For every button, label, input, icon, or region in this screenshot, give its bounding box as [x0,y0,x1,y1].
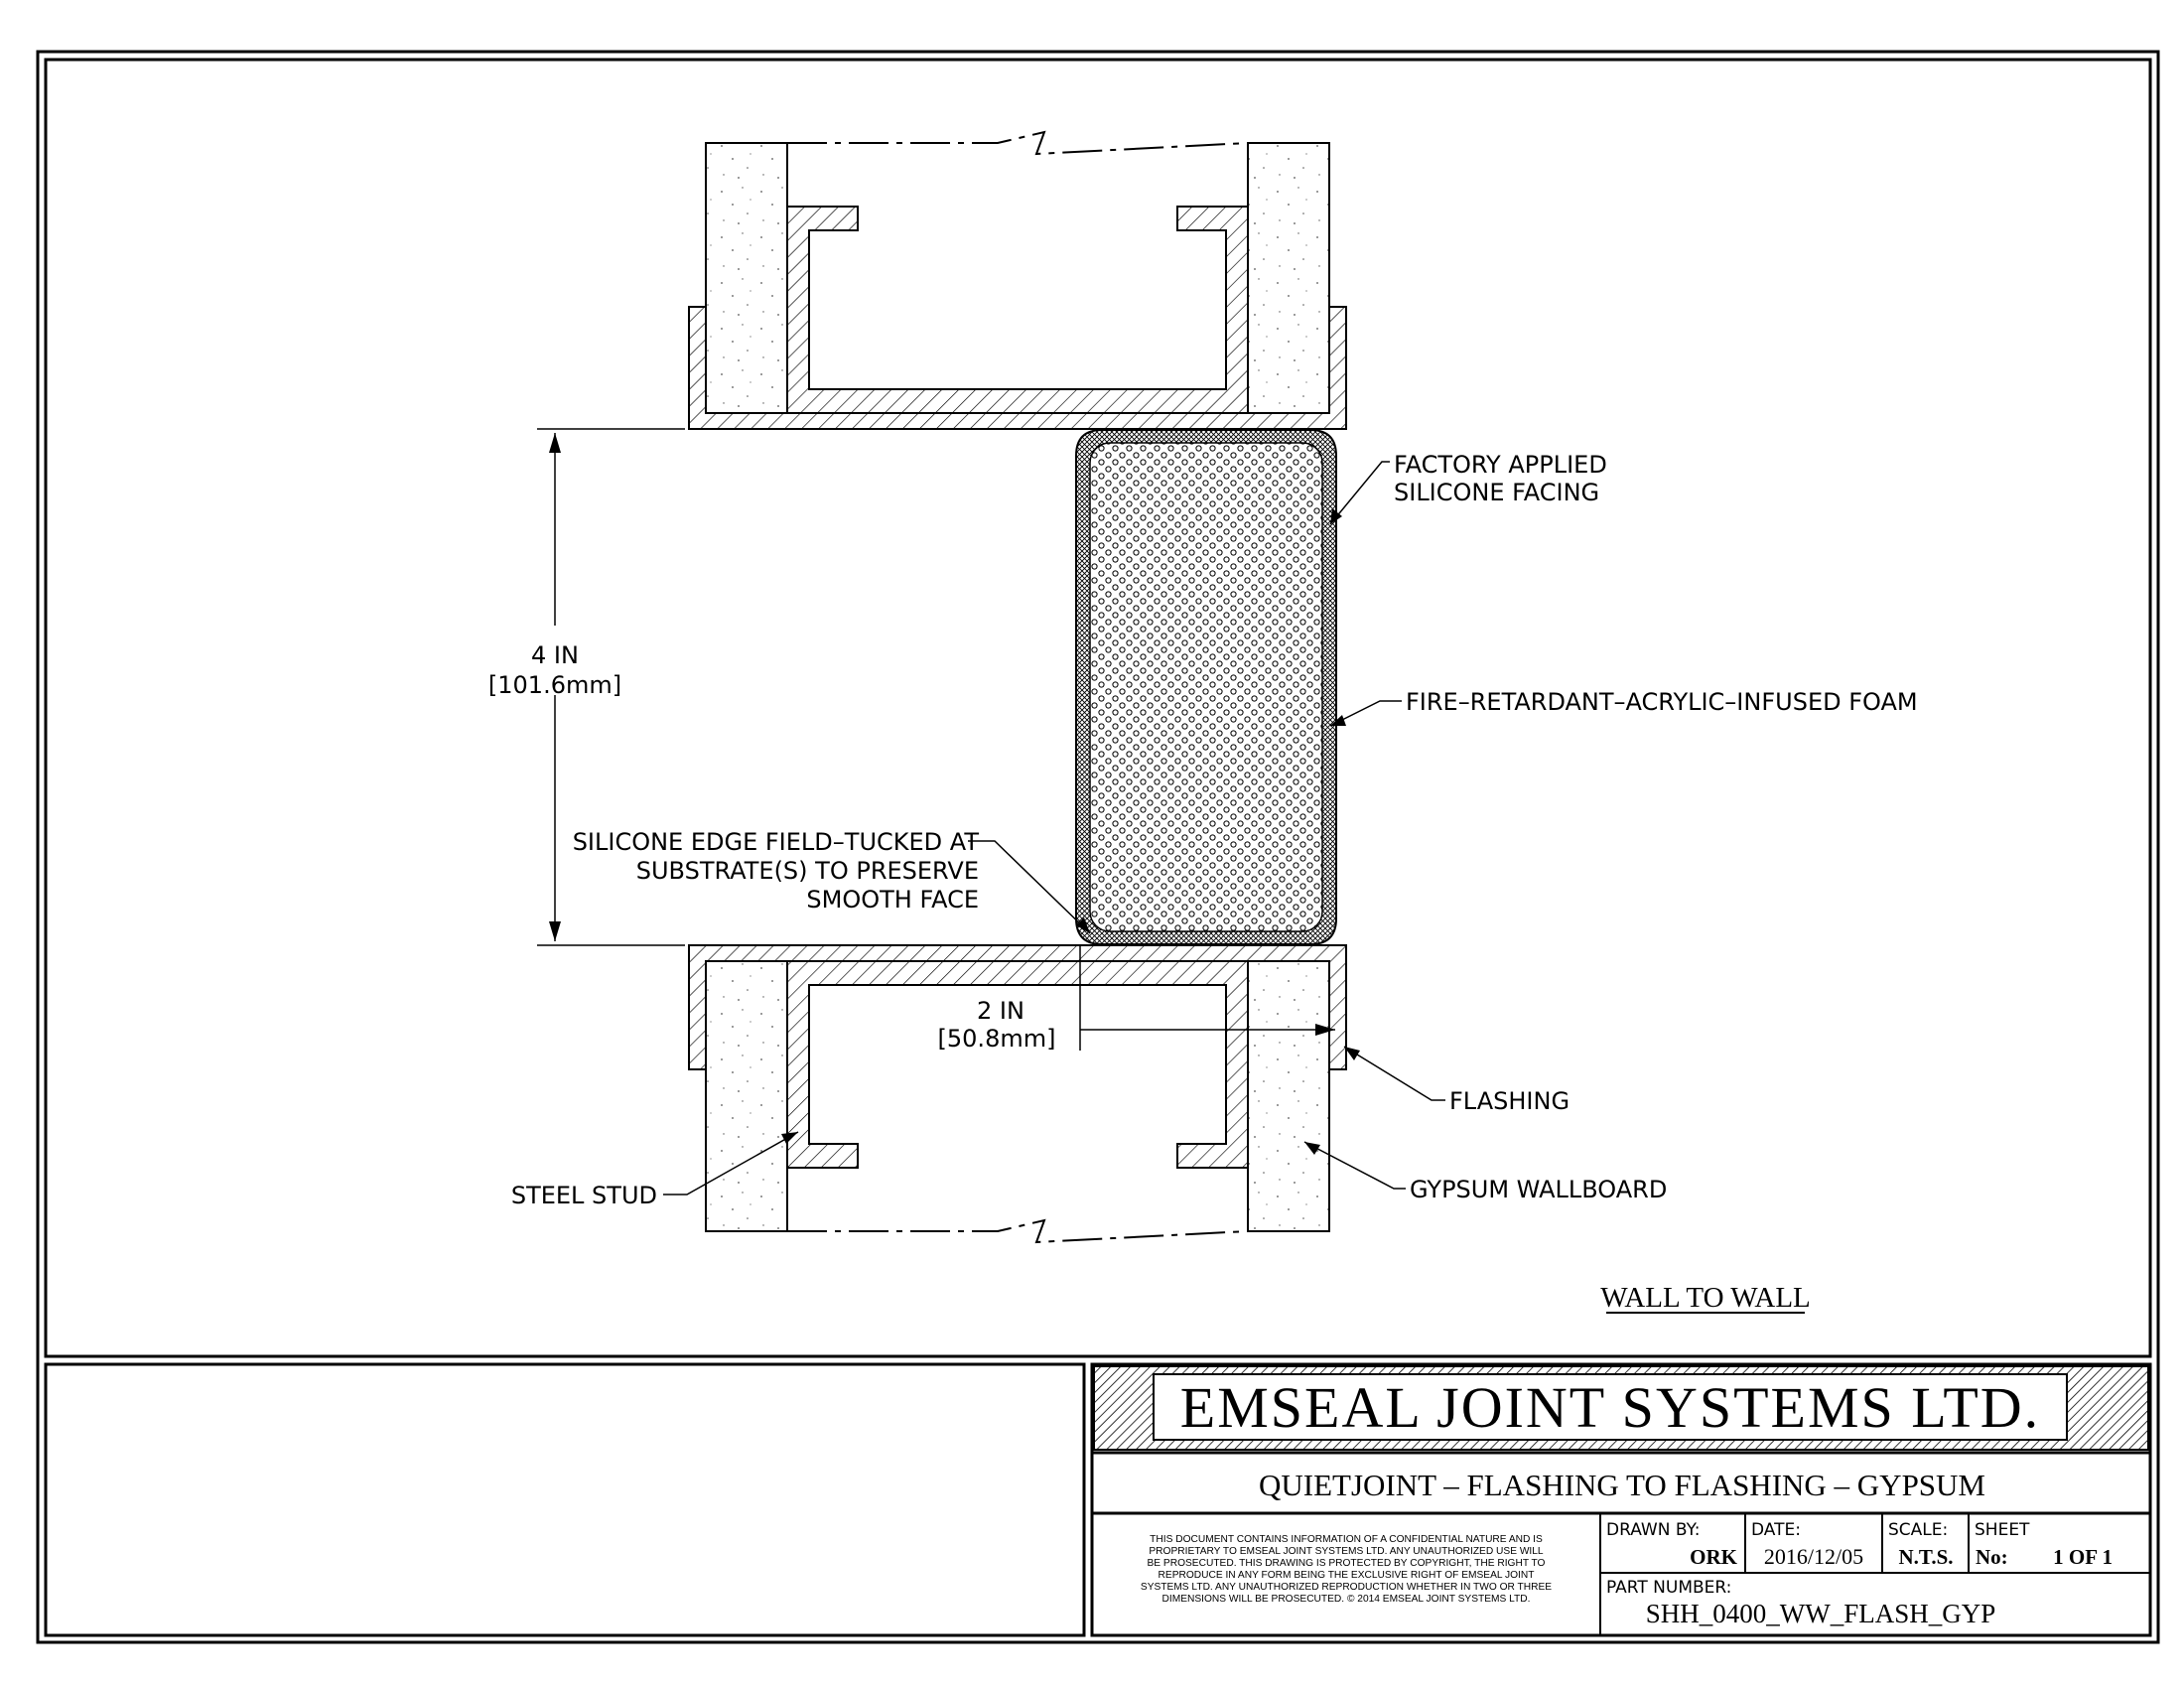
dim-depth-in: 2 IN [977,997,1024,1025]
svg-text:DIMENSIONS WILL BE PROSECUTED.: DIMENSIONS WILL BE PROSECUTED. © 2014 EM… [1162,1594,1531,1605]
bottom-flashing [688,944,1347,1070]
title-block-frame [1090,1362,2152,1637]
callout-steel-stud: STEEL STUD [511,1131,799,1209]
scale-value: N.T.S. [1898,1545,1953,1569]
bottom-gypsum-right [1247,960,1330,1232]
scale-label: SCALE: [1888,1520,1948,1540]
bottom-break-line [787,1218,1249,1244]
callout-flashing: FLASHING [1343,1046,1570,1115]
confidential-notice: THIS DOCUMENT CONTAINS INFORMATION OF A … [1141,1534,1552,1605]
top-flashing [688,306,1347,430]
dim-gap-in: 4 IN [531,641,579,669]
bottom-steel-stud [786,960,1249,1169]
drawn-by-value: ORK [1690,1545,1738,1569]
sheet-no-label: No: [1976,1545,2008,1569]
revision-box [44,1362,1086,1637]
callout-factory-facing: FACTORY APPLIED SILICONE FACING [1329,451,1607,525]
label-foam: FIRE–RETARDANT–ACRYLIC–INFUSED FOAM [1406,688,1918,716]
title-block: EMSEAL JOINT SYSTEMS LTD. QUIETJOINT – F… [44,1362,2152,1637]
top-gypsum-left [705,142,788,414]
top-gypsum-right [1247,142,1330,414]
label-factory-applied: FACTORY APPLIED [1394,451,1607,479]
drawing-title: QUIETJOINT – FLASHING TO FLASHING – GYPS… [1259,1468,1985,1502]
label-gypsum: GYPSUM WALLBOARD [1410,1176,1667,1203]
callout-silicone-edge: SILICONE EDGE FIELD–TUCKED AT SUBSTRATE(… [573,828,1091,934]
label-silicone-facing: SILICONE FACING [1394,479,1599,506]
dimension-depth: 2 IN [50.8mm] [938,945,1335,1053]
quietjoint-sealant [1075,429,1337,945]
label-steel-stud: STEEL STUD [511,1182,657,1209]
dimension-gap: 4 IN [101.6mm] [488,428,685,946]
date-value: 2016/12/05 [1764,1544,1863,1569]
svg-text:REPRODUCE IN ANY FORM BEING TH: REPRODUCE IN ANY FORM BEING THE EXCLUSIV… [1159,1570,1535,1581]
svg-text:SYSTEMS LTD. ANY UNAUTHORIZED: SYSTEMS LTD. ANY UNAUTHORIZED REPRODUCTI… [1141,1582,1552,1593]
company-name: EMSEAL JOINT SYSTEMS LTD. [1180,1375,2040,1440]
svg-text:PROPRIETARY TO EMSEAL JOINT SY: PROPRIETARY TO EMSEAL JOINT SYSTEMS LTD.… [1149,1546,1544,1557]
label-silicone-edge-3: SMOOTH FACE [806,886,979,914]
dim-depth-mm: [50.8mm] [938,1025,1056,1053]
top-steel-stud [786,206,1249,414]
svg-text:BE PROSECUTED. THIS DRAWING IS: BE PROSECUTED. THIS DRAWING IS PROTECTED… [1148,1558,1546,1569]
drawn-by-label: DRAWN BY: [1606,1520,1700,1540]
sheet-value: 1 OF 1 [2053,1545,2113,1569]
svg-text:THIS DOCUMENT CONTAINS INFORMA: THIS DOCUMENT CONTAINS INFORMATION OF A … [1150,1534,1543,1545]
dim-gap-mm: [101.6mm] [488,671,621,699]
label-silicone-edge-2: SUBSTRATE(S) TO PRESERVE [636,857,979,885]
part-number-label: PART NUMBER: [1606,1578,1731,1598]
view-title: WALL TO WALL [1600,1282,1811,1314]
callout-gypsum: GYPSUM WALLBOARD [1303,1141,1667,1203]
bottom-wall-assembly [688,944,1347,1244]
bottom-gypsum-left [705,960,788,1232]
foam-core [1089,442,1323,932]
date-label: DATE: [1751,1520,1801,1540]
label-flashing: FLASHING [1449,1087,1570,1115]
sheet-label: SHEET [1975,1520,2030,1540]
label-silicone-edge-1: SILICONE EDGE FIELD–TUCKED AT [573,828,980,856]
top-break-line [787,130,1249,156]
company-banner [1153,1373,2068,1441]
inner-border [44,58,2152,1358]
part-number-value: SHH_0400_WW_FLASH_GYP [1646,1599,1996,1628]
callout-foam: FIRE–RETARDANT–ACRYLIC–INFUSED FOAM [1329,688,1918,727]
outer-border [36,50,2160,1644]
top-wall-assembly [688,130,1347,430]
